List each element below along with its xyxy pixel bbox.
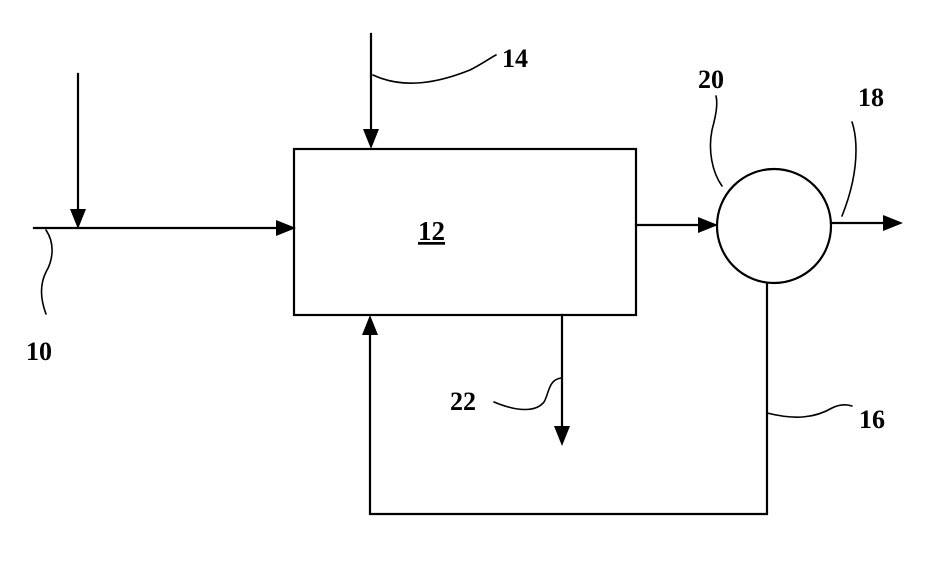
- bottom-output-stream: 22: [450, 313, 570, 446]
- label-20: 20: [698, 65, 724, 94]
- top-input-leader-line: [372, 54, 497, 84]
- top-input-arrowhead: [363, 129, 379, 149]
- feed-arrowhead: [276, 220, 296, 236]
- feed-leader-line: [40, 229, 53, 315]
- label-18: 18: [858, 83, 884, 112]
- label-12: 12: [418, 216, 445, 246]
- separator: 20: [698, 65, 833, 285]
- product-leader-line: [841, 121, 857, 217]
- side-input-arrowhead: [70, 209, 86, 229]
- separator-inlet-arrowhead: [698, 217, 718, 233]
- feed-stream: 10: [26, 72, 296, 366]
- label-16: 16: [859, 405, 885, 434]
- block-to-separator-stream: [634, 217, 718, 233]
- label-10: 10: [26, 337, 52, 366]
- separator-circle: [715, 167, 833, 285]
- product-arrowhead: [883, 215, 903, 231]
- label-22: 22: [450, 387, 476, 416]
- recycle-leader-line: [766, 403, 853, 418]
- separator-leader-line: [709, 95, 723, 187]
- label-14: 14: [502, 44, 528, 73]
- product-stream: 18: [829, 83, 903, 231]
- recycle-stream: 16: [362, 281, 885, 516]
- bottom-output-arrowhead: [554, 426, 570, 446]
- top-input-stream: 14: [363, 32, 528, 149]
- process-block: 12: [292, 147, 638, 317]
- bottom-output-leader-line: [493, 377, 562, 411]
- recycle-arrowhead: [362, 315, 378, 335]
